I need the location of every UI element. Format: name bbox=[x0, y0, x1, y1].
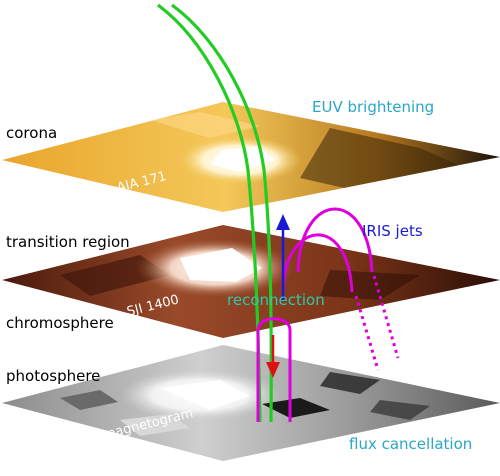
jet-loop-dotted bbox=[354, 275, 400, 371]
jet-loop-inner bbox=[281, 233, 354, 293]
jet-loop-outer bbox=[296, 207, 374, 273]
downflow-arrow bbox=[266, 335, 280, 378]
layer-label-corona: corona bbox=[6, 124, 57, 142]
reconnection-label: reconnection bbox=[227, 291, 325, 309]
layer-label-chromosphere: chromosphere bbox=[6, 314, 114, 332]
open-field-line-right bbox=[171, 3, 273, 423]
open-field-line-left bbox=[157, 3, 262, 423]
hmi-plane: HMI magnetogram bbox=[2, 345, 500, 461]
euv-brightening-label: EUV brightening bbox=[312, 98, 434, 116]
flux-cancellation-label: flux cancellation bbox=[349, 435, 472, 453]
jet-loops bbox=[256, 207, 374, 422]
iris-jets-label: IRIS jets bbox=[362, 222, 423, 240]
layer-label-transition-region: transition region bbox=[6, 233, 130, 251]
lower-loop bbox=[256, 317, 292, 422]
layer-label-photosphere: photosphere bbox=[6, 367, 100, 385]
open-field-lines bbox=[157, 3, 273, 423]
upflow-arrow bbox=[276, 214, 290, 300]
